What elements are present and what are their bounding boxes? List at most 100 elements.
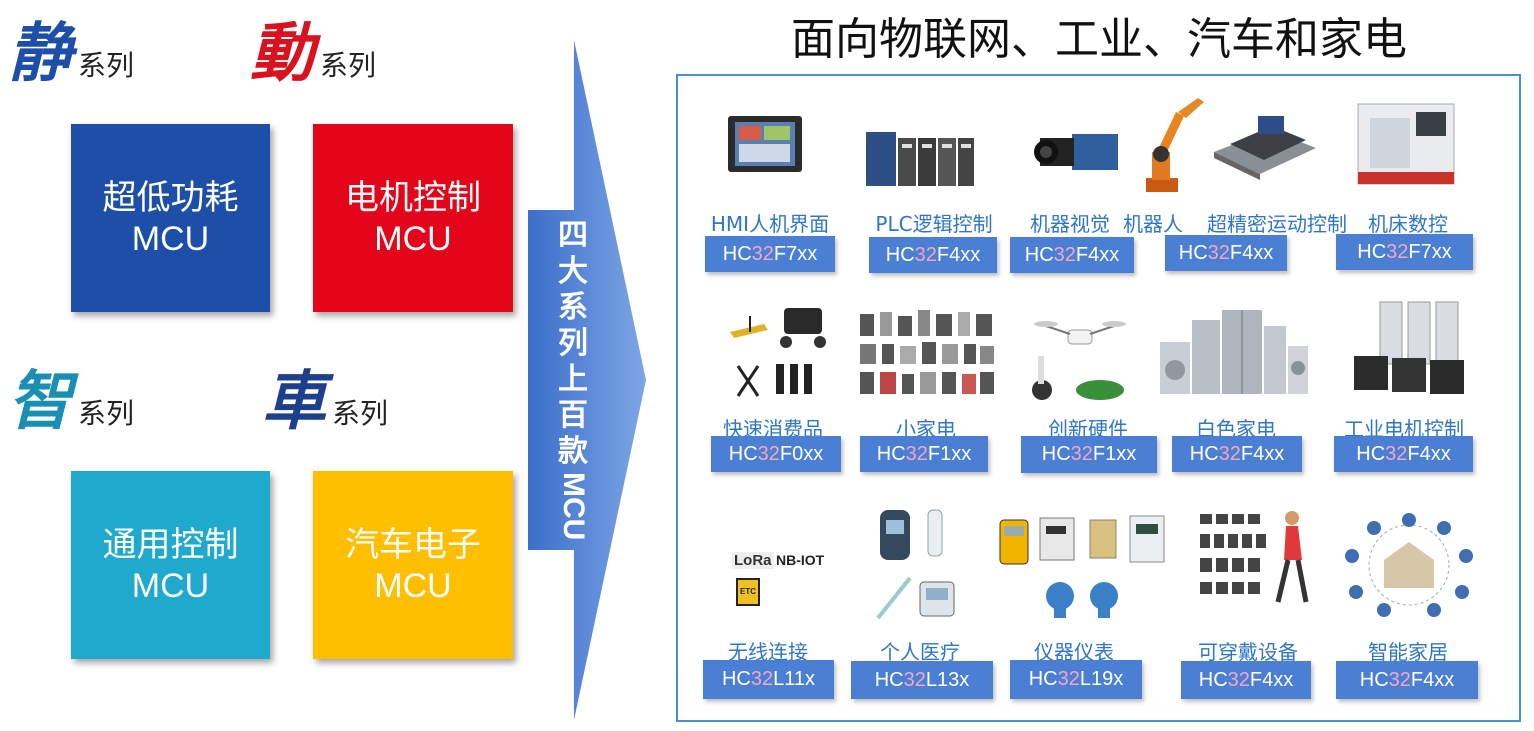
arrow-label: 四 大 系 列 上 百 款 MCU bbox=[543, 218, 603, 540]
app-caption: 机器人 bbox=[1123, 212, 1183, 236]
arrow-char: 百 bbox=[558, 398, 588, 433]
tile-line2: MCU bbox=[374, 220, 452, 258]
chip-prefix: HC bbox=[722, 242, 752, 265]
chip-highlight: 32 bbox=[903, 668, 926, 691]
chip-prefix: HC bbox=[874, 668, 904, 691]
chip-highlight: 32 bbox=[1386, 240, 1409, 263]
arrow-char: 上 bbox=[558, 362, 588, 397]
chip-prefix: HC bbox=[876, 442, 906, 465]
series-suffix: 系列 bbox=[78, 397, 135, 430]
chip-highlight: 32 bbox=[750, 668, 774, 690]
chip-prefix: HC bbox=[1359, 668, 1389, 691]
arrow-char: 四 bbox=[558, 218, 588, 253]
chip-highlight: 32 bbox=[1070, 443, 1093, 465]
tile-line2: MCU bbox=[131, 220, 210, 258]
arrow-char: 系 bbox=[558, 290, 588, 325]
chip-prefix: HC bbox=[1028, 668, 1058, 690]
chip-suffix: F7xx bbox=[1408, 240, 1452, 263]
chip-prefix: HC bbox=[1356, 442, 1386, 465]
series-head-zhi: 智 系列 bbox=[8, 370, 134, 434]
app-caption: HMI人机界面 bbox=[710, 212, 830, 236]
big-arrow-icon bbox=[528, 40, 646, 720]
chip-prefix: HC bbox=[885, 243, 915, 266]
wearable-icon bbox=[1200, 511, 1309, 603]
chip-highlight: 32 bbox=[1057, 668, 1080, 690]
chip-highlight: 32 bbox=[757, 442, 780, 465]
chip-highlight: 32 bbox=[1227, 668, 1250, 691]
app-caption: 智能家居 bbox=[1368, 640, 1448, 664]
tile-general-control[interactable]: 通用控制 MCU bbox=[71, 471, 270, 659]
calligraphy-zhi: 智 bbox=[8, 364, 72, 439]
calligraphy-che: 車 bbox=[262, 364, 326, 439]
servo-motor-icon bbox=[1354, 301, 1464, 394]
app-caption: PLC逻辑控制 bbox=[875, 212, 993, 236]
app-caption: 超精密运动控制 bbox=[1207, 212, 1347, 236]
chip-highlight: 32 bbox=[1388, 668, 1411, 691]
tile-line2: MCU bbox=[374, 567, 452, 605]
tile-line1: 超低功耗 bbox=[102, 178, 239, 218]
meter-icon bbox=[999, 515, 1165, 618]
chip-highlight: 32 bbox=[751, 242, 774, 265]
tile-line1: 电机控制 bbox=[345, 178, 481, 218]
chip-suffix: F4xx bbox=[1075, 243, 1120, 266]
app-caption: 机器视觉 bbox=[1030, 212, 1110, 236]
series-head-jing: 静 系列 bbox=[8, 22, 134, 86]
tile-line1: 通用控制 bbox=[102, 525, 239, 565]
series-head-che: 車 系列 bbox=[262, 370, 388, 434]
chip-suffix: L11x bbox=[773, 668, 816, 690]
chip-highlight: 32 bbox=[1053, 243, 1076, 266]
panel-title: 面向物联网、工业、汽车和家电 bbox=[791, 14, 1407, 65]
arrow-mcu: MCU bbox=[557, 472, 590, 541]
chip-highlight: 32 bbox=[1207, 241, 1230, 264]
chip-suffix: L19x bbox=[1079, 668, 1124, 690]
smart-home-icon bbox=[1345, 513, 1473, 617]
medical-device-icon bbox=[876, 509, 955, 620]
industrial-camera-icon bbox=[1034, 134, 1118, 170]
chip-prefix: HC bbox=[1178, 241, 1208, 264]
arrow-char: 款 bbox=[558, 434, 588, 469]
chip-prefix: HC bbox=[1024, 243, 1054, 266]
chip-suffix: F7xx bbox=[773, 242, 818, 265]
app-caption: 可穿戴设备 bbox=[1198, 640, 1298, 664]
plc-controller-icon bbox=[866, 132, 974, 186]
chip-highlight: 32 bbox=[905, 442, 928, 465]
nbiot-logo: NB-IOT bbox=[776, 552, 825, 568]
chip-prefix: HC bbox=[728, 442, 758, 465]
lora-logo: LoRa bbox=[732, 552, 774, 569]
chip-suffix: F4xx bbox=[1249, 668, 1294, 691]
app-caption: 机床数控 bbox=[1368, 212, 1448, 236]
calligraphy-jing: 静 bbox=[8, 16, 72, 91]
series-suffix: 系列 bbox=[320, 49, 377, 82]
chip-suffix: F4xx bbox=[1407, 442, 1451, 465]
motion-stage-icon bbox=[1214, 116, 1316, 180]
chip-prefix: HC bbox=[1357, 240, 1387, 263]
chip-prefix: HC bbox=[1198, 668, 1228, 691]
cnc-machine-icon bbox=[1357, 103, 1455, 185]
chip-prefix: HC bbox=[1041, 443, 1071, 465]
tile-automotive[interactable]: 汽车电子 MCU bbox=[313, 471, 513, 659]
chip-suffix: F4xx bbox=[1229, 241, 1274, 264]
consumer-goods-icon bbox=[730, 308, 826, 397]
tile-motor-control[interactable]: 电机控制 MCU bbox=[313, 124, 513, 312]
chip-highlight: 32 bbox=[1385, 442, 1408, 465]
tile-ultra-low-power[interactable]: 超低功耗 MCU bbox=[71, 124, 270, 312]
chip-suffix: F0xx bbox=[779, 442, 824, 465]
small-appliances-icon bbox=[860, 310, 994, 394]
white-goods-icon bbox=[1160, 310, 1308, 394]
app-caption: 个人医疗 bbox=[880, 640, 960, 664]
chip-suffix: F4xx bbox=[1240, 442, 1285, 465]
chip-suffix: F4xx bbox=[936, 243, 981, 266]
